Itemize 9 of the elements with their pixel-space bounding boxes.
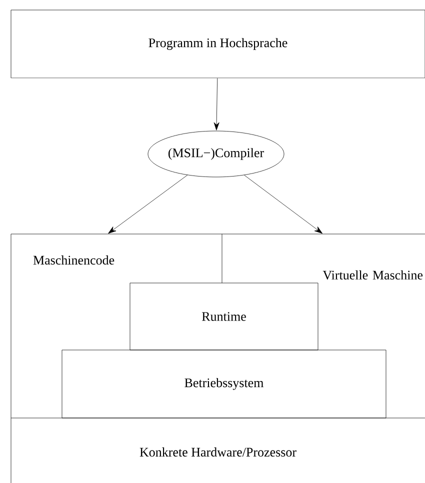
arrow [108,174,188,234]
arrow [214,78,220,130]
runtime-box: Runtime [130,282,318,350]
arrow [244,174,322,234]
region-label: Virtuelle Maschine [322,270,423,280]
region-label: Maschinencode [33,255,114,265]
hardware-label: Konkrete Hardware/Prozessor [140,447,296,457]
program-box: Programm in Hochsprache [10,10,425,78]
os-box: Betriebssystem [62,350,386,418]
